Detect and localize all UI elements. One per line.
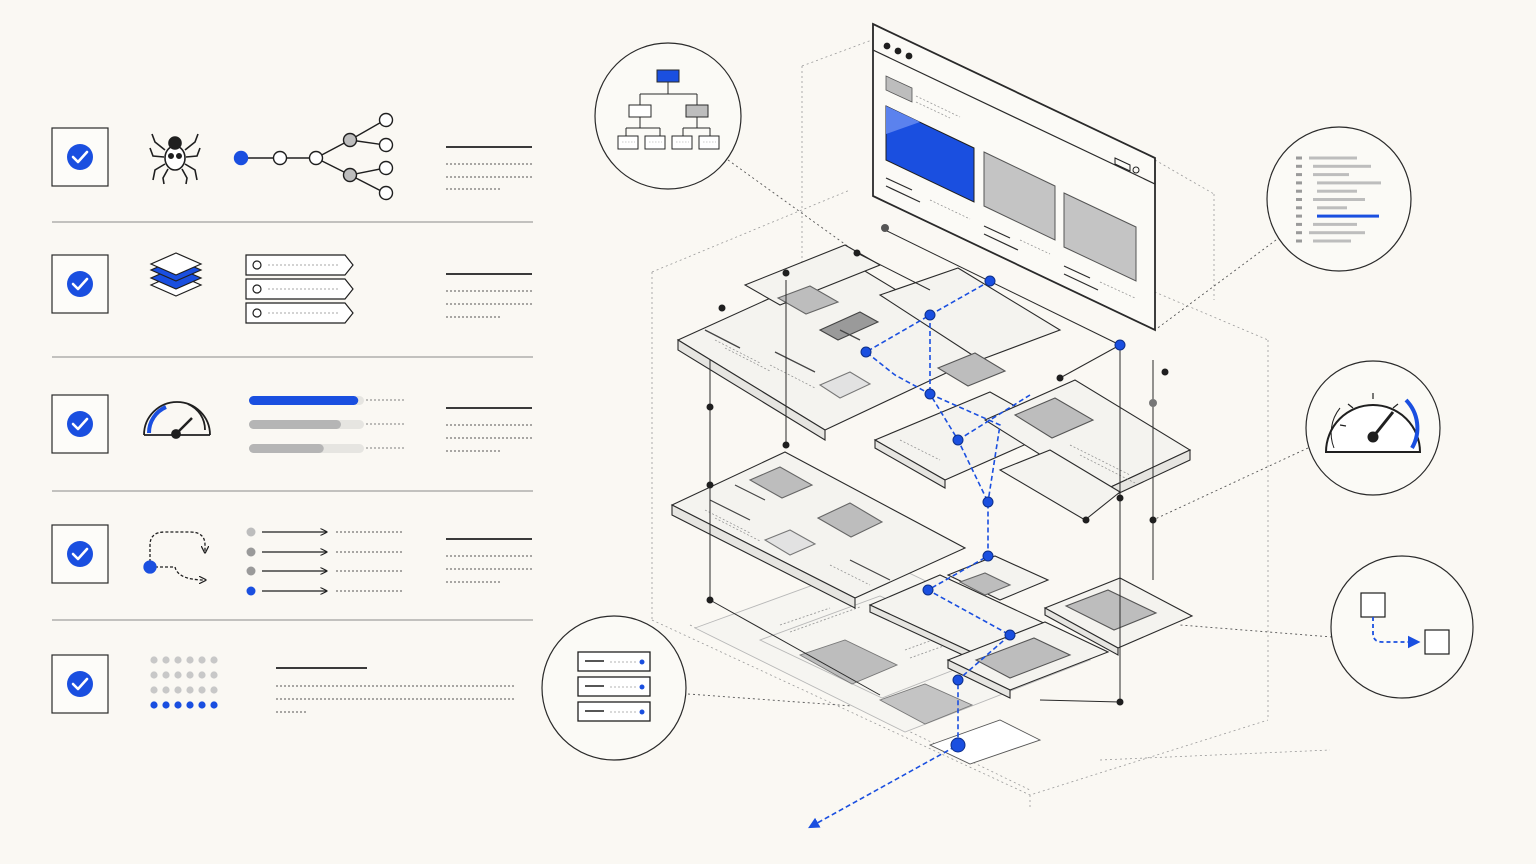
- grid-dot: [210, 656, 218, 664]
- feature-checklist: [50, 112, 533, 715]
- line-number: [1296, 156, 1302, 160]
- callout-flow: [1330, 555, 1474, 699]
- dot-grid-icon: [150, 656, 218, 709]
- grid-dot: [174, 701, 182, 709]
- grid-dot: [150, 671, 158, 679]
- grid-dot: [210, 701, 218, 709]
- layers-icon: [149, 252, 203, 297]
- text-lines: [446, 407, 532, 452]
- code-line: [1313, 198, 1365, 201]
- line-number: [1296, 206, 1302, 210]
- line-number: [1296, 181, 1302, 185]
- checklist-row-4: [50, 523, 532, 596]
- code-lines-icon: [1296, 156, 1381, 243]
- grid-dot: [186, 701, 194, 709]
- speedometer-icon: [143, 401, 211, 439]
- row-dividers: [52, 221, 533, 621]
- grid-dot: [162, 656, 170, 664]
- grid-dot: [150, 656, 158, 664]
- checklist-row-5: [50, 653, 515, 715]
- grid-dot: [150, 686, 158, 694]
- grid-dot: [210, 686, 218, 694]
- line-number: [1296, 173, 1302, 177]
- spider-icon: [149, 133, 201, 185]
- grid-dot: [210, 671, 218, 679]
- grid-dot: [198, 656, 206, 664]
- grid-dot: [174, 656, 182, 664]
- code-line: [1309, 231, 1365, 235]
- checkbox-checked-icon[interactable]: [50, 653, 110, 715]
- guide-lines: [651, 39, 1331, 810]
- text-lines: [446, 273, 532, 318]
- grid-dot: [186, 686, 194, 694]
- grid-dot: [186, 656, 194, 664]
- grid-dot: [198, 701, 206, 709]
- data-flow-nodes: [860, 275, 1126, 753]
- gauge-icon: [1324, 393, 1422, 453]
- checkbox-checked-icon[interactable]: [50, 523, 110, 585]
- flow-arrow-icon: [1360, 592, 1450, 655]
- line-number: [1296, 239, 1302, 243]
- layer-middle: [670, 451, 1194, 699]
- grid-dot: [150, 701, 158, 709]
- callout-server: [541, 615, 687, 761]
- code-line: [1317, 214, 1379, 218]
- arrow-list-diagram: [246, 527, 402, 596]
- checkbox-checked-icon[interactable]: [50, 393, 110, 455]
- code-line: [1317, 189, 1357, 193]
- progress-fill: [249, 396, 359, 405]
- code-line: [1313, 222, 1357, 226]
- line-number: [1296, 198, 1302, 201]
- text-lines: [446, 146, 532, 190]
- code-line: [1313, 173, 1349, 177]
- grid-dot: [198, 671, 206, 679]
- text-lines: [446, 538, 532, 583]
- progress-bars-diagram: [249, 396, 404, 453]
- browser-window-icon: [872, 22, 1156, 332]
- text-lines: [276, 667, 515, 713]
- line-number: [1296, 189, 1302, 193]
- callout-code: [1266, 126, 1412, 272]
- vertical-connectors: [709, 229, 1154, 703]
- grid-dot: [174, 686, 182, 694]
- checkbox-checked-icon[interactable]: [50, 253, 110, 315]
- code-line: [1309, 156, 1357, 160]
- loop-arrow-icon: [143, 531, 205, 580]
- server-stack-icon: [577, 651, 651, 722]
- callout-gauge: [1305, 360, 1441, 496]
- crawl-tree-diagram: [233, 112, 394, 201]
- callout-connectors: [687, 159, 1333, 709]
- layer-upper: [676, 244, 1192, 521]
- grid-dot: [198, 686, 206, 694]
- code-line: [1317, 181, 1381, 185]
- line-number: [1296, 222, 1302, 226]
- grid-dot: [186, 671, 194, 679]
- code-line: [1317, 206, 1347, 210]
- checklist-row-1: [50, 112, 532, 201]
- grid-dot: [162, 686, 170, 694]
- grid-dot: [162, 671, 170, 679]
- sitemap-icon: [617, 69, 720, 150]
- checkbox-checked-icon[interactable]: [50, 126, 110, 188]
- code-line: [1313, 239, 1351, 243]
- isometric-stack: [651, 22, 1333, 829]
- tag-list-diagram: [245, 254, 354, 324]
- code-line: [1313, 164, 1371, 168]
- line-number: [1296, 164, 1302, 168]
- line-number: [1296, 231, 1302, 235]
- grid-dot: [174, 671, 182, 679]
- connector-joints: [706, 224, 1169, 706]
- grid-dot: [162, 701, 170, 709]
- window-dots: [883, 42, 913, 60]
- line-number: [1296, 214, 1302, 218]
- progress-fill: [249, 444, 324, 453]
- callout-sitemap: [594, 42, 742, 190]
- progress-fill: [249, 420, 341, 429]
- checklist-row-2: [50, 252, 532, 324]
- checklist-row-3: [50, 393, 532, 455]
